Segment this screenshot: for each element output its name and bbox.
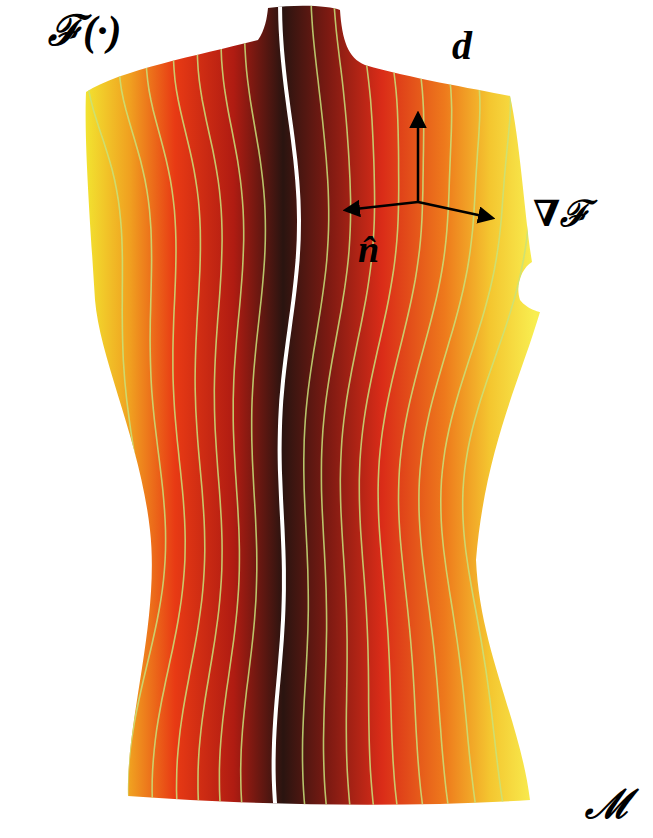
iso-line	[419, 0, 480, 830]
normal-label: n̂	[358, 230, 379, 268]
spine-line	[274, 0, 299, 830]
direction-label: d	[452, 26, 472, 66]
iso-line	[399, 0, 452, 830]
function-label: ℱ(·)	[48, 10, 121, 52]
iso-line	[86, 0, 142, 830]
normal-arrow	[346, 202, 418, 210]
gradient-label: ∇ℱ	[533, 196, 590, 232]
iso-line	[146, 0, 185, 830]
iso-line	[173, 0, 205, 830]
iso-line	[197, 0, 222, 830]
iso-line	[359, 0, 398, 830]
iso-line	[219, 0, 243, 830]
iso-line	[463, 0, 541, 830]
gradient-arrow	[418, 202, 492, 218]
iso-line	[378, 0, 424, 830]
iso-line	[241, 0, 266, 830]
direction-arrow	[417, 114, 420, 202]
manifold-label: ℳ	[585, 785, 631, 825]
iso-line	[119, 0, 166, 830]
